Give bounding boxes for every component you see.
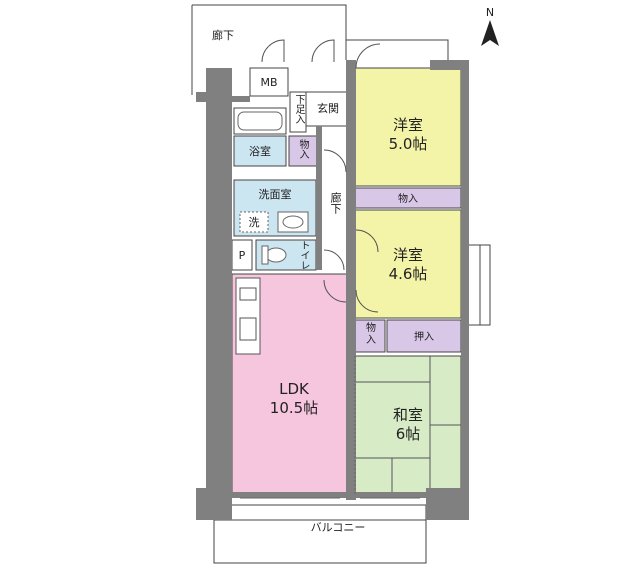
kitchen-counter [235,277,261,355]
mb-label: MB [260,76,277,89]
storage-small-label: 物入 [366,323,376,346]
storage-bath [288,135,318,167]
western1-name: 洋室 [393,116,423,134]
ldk-name: LDK [279,380,310,398]
walls [196,60,469,520]
western2-name: 洋室 [393,246,423,264]
entrance [305,91,351,127]
western1-size: 5.0帖 [389,135,428,153]
north-label: N [486,6,494,19]
western2-size: 4.6帖 [389,265,428,283]
door-swings [261,39,381,313]
north-compass: N [481,6,499,46]
ldk-size: 10.5帖 [270,399,318,417]
shoe-storage-label: 下足入 [293,94,304,124]
sink-bowl [282,215,304,229]
toilet-tank [261,245,269,265]
bath-label: 浴室 [249,144,271,158]
toilet-bowl [265,247,287,263]
entrance-label: 玄関 [317,101,339,115]
sink [277,211,309,233]
japanese-size: 6帖 [396,425,421,443]
closet-label: 押入 [414,330,434,343]
storage-mid-label: 物入 [398,192,418,205]
bath-room [233,135,287,167]
washroom-label: 洗面室 [259,187,292,201]
corridor-top-label: 廊下 [212,28,234,42]
window-marks [240,356,420,499]
washer-label: 洗 [249,216,260,229]
tatami-lines [355,356,461,494]
washer-box [239,211,269,233]
balcony-label: バルコニー [311,521,366,534]
corridor-inner-label: 廊下 [329,192,342,214]
toilet-label: トイレ [298,240,309,270]
bathtub-inner [237,111,283,131]
western-room-2 [354,209,462,319]
japanese-name: 和室 [393,406,423,424]
storage-bath-label: 物入 [297,139,308,159]
mb-box [249,67,289,97]
pipe-space-label: P [239,249,246,262]
